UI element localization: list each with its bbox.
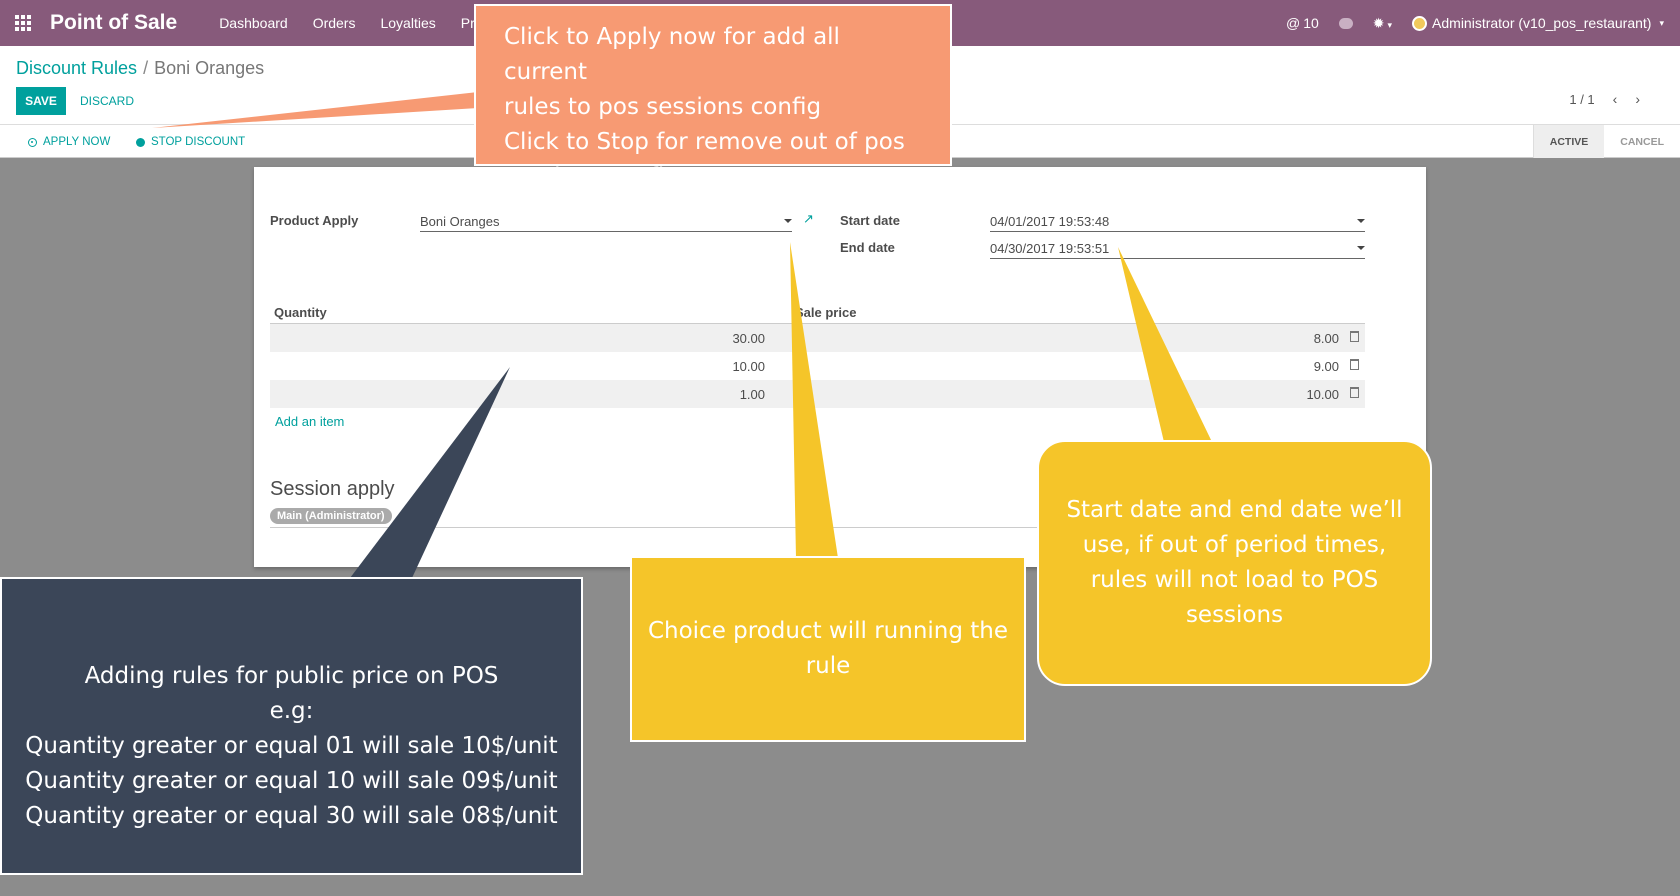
start-date-label: Start date [840,213,900,228]
status-stages: ACTIVE CANCEL [1532,125,1680,158]
cell-sale-price: 10.00 [1306,387,1339,402]
column-sale-price[interactable]: Sale price [795,305,857,320]
external-link-icon[interactable]: ↗ [803,211,814,226]
apply-now-button[interactable]: APPLY NOW [28,136,110,148]
rules-table-header: Quantity Sale price [270,302,1365,324]
end-date-value: 04/30/2017 19:53:51 [990,241,1110,256]
product-text: Choice product will running the rule [647,618,1009,679]
chevron-down-icon: ▾ [1387,19,1393,30]
apply-icon [28,137,37,147]
cell-sale-price: 8.00 [1313,331,1339,346]
stage-active[interactable]: ACTIVE [1532,125,1605,158]
rules-text: Adding rules for public price on POS e.g… [25,662,558,829]
product-apply-field[interactable]: Boni Oranges [420,212,792,232]
product-apply-value: Boni Oranges [420,214,500,229]
date-annotation: Start date and end date we’ll use, if ou… [1037,440,1432,686]
app-title: Point of Sale [50,11,178,34]
bug-icon: ✹ [1372,14,1385,31]
dropdown-caret-icon[interactable] [1357,219,1365,223]
add-item-link[interactable]: Add an item [275,414,345,429]
avatar [1412,15,1428,31]
trash-icon[interactable] [1350,359,1359,370]
cell-quantity: 10.00 [732,359,765,374]
breadcrumb-discount-rules[interactable]: Discount Rules [16,58,138,78]
breadcrumb-current: Boni Oranges [154,58,265,78]
end-date-field[interactable]: 04/30/2017 19:53:51 [990,239,1365,259]
breadcrumb-separator: / [143,58,149,78]
product-apply-label: Product Apply [270,213,359,228]
at-icon: @ [1285,15,1301,31]
cell-quantity: 30.00 [732,331,765,346]
debug-menu[interactable]: ✹▾ [1373,15,1392,32]
stop-discount-button[interactable]: STOP DISCOUNT [136,136,245,148]
apps-menu-icon[interactable] [0,0,46,46]
end-date-label: End date [840,240,895,255]
chevron-down-icon: ▾ [1659,17,1664,28]
pager-value[interactable]: 1 / 1 [1569,91,1595,107]
session-tag[interactable]: Main (Administrator) [270,508,392,524]
rules-annotation: Adding rules for public price on POS e.g… [0,577,583,875]
start-date-value: 04/01/2017 19:53:48 [990,214,1110,229]
user-name: Administrator (v10_pos_restaurant) [1432,15,1652,31]
mentions-count: 10 [1303,15,1319,31]
apply-stop-text: Click to Apply now for add all current r… [504,24,905,190]
cell-sale-price: 9.00 [1313,359,1339,374]
date-text: Start date and end date we’ll use, if ou… [1066,497,1403,628]
menu-item-dashboard[interactable]: Dashboard [219,15,288,31]
save-button[interactable]: SAVE [16,87,66,115]
stop-discount-label: STOP DISCOUNT [151,136,246,148]
cell-quantity: 1.00 [739,387,765,402]
session-apply-title: Session apply [270,478,395,500]
chat-icon[interactable] [1338,17,1353,29]
pager: 1 / 1 ‹ › [1569,91,1640,107]
table-row[interactable]: 10.00 9.00 [270,352,1365,380]
mentions-counter[interactable]: @ 10 [1286,15,1319,31]
stop-icon [136,137,145,147]
dropdown-caret-icon[interactable] [784,219,792,223]
stage-cancel[interactable]: CANCEL [1620,135,1664,148]
user-menu[interactable]: Administrator (v10_pos_restaurant) ▾ [1412,15,1664,31]
menu-item-loyalties[interactable]: Loyalties [380,15,436,31]
dropdown-caret-icon[interactable] [1357,246,1365,250]
breadcrumb: Discount Rules/Boni Oranges [16,58,264,79]
discard-button[interactable]: DISCARD [80,94,135,108]
trash-icon[interactable] [1350,331,1359,342]
apply-now-label: APPLY NOW [43,136,111,148]
main-menu: Dashboard Orders Loyalties Promo [219,15,502,31]
previous-arrow-icon[interactable]: ‹ [1612,91,1618,107]
table-row[interactable]: 1.00 10.00 [270,380,1365,408]
next-arrow-icon[interactable]: › [1635,91,1640,107]
product-annotation: Choice product will running the rule [630,556,1026,742]
column-quantity[interactable]: Quantity [274,305,327,320]
start-date-field[interactable]: 04/01/2017 19:53:48 [990,212,1365,232]
apply-stop-annotation: Click to Apply now for add all current r… [474,4,952,190]
trash-icon[interactable] [1350,387,1359,398]
table-row[interactable]: 30.00 8.00 [270,324,1365,352]
menu-item-orders[interactable]: Orders [312,15,356,31]
